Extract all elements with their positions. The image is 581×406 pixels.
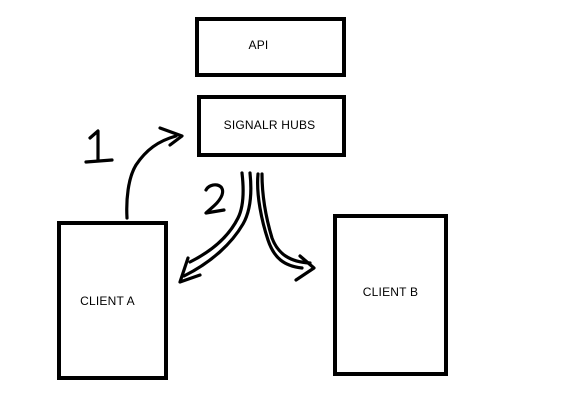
step-2-label: 2 (0, 0, 226, 215)
api-box: API (195, 17, 346, 77)
step-1-label: 1 (84, 129, 114, 164)
signalr-hubs-label: SIGNALR HUBS (223, 118, 316, 132)
step-2-text: 2 (0, 0, 1, 1)
arrow-hubs-to-client-a (178, 171, 253, 284)
arrow-client-a-to-hubs (125, 126, 184, 220)
client-b-label: CLIENT B (362, 285, 419, 299)
signalr-hubs-box: SIGNALR HUBS (197, 95, 346, 157)
api-label: API (248, 38, 269, 52)
client-a-label: CLIENT A (80, 293, 135, 308)
client-b-box: CLIENT B (333, 214, 448, 376)
client-a-box: CLIENT A (57, 221, 168, 380)
arrow-hubs-to-client-b (256, 172, 316, 282)
